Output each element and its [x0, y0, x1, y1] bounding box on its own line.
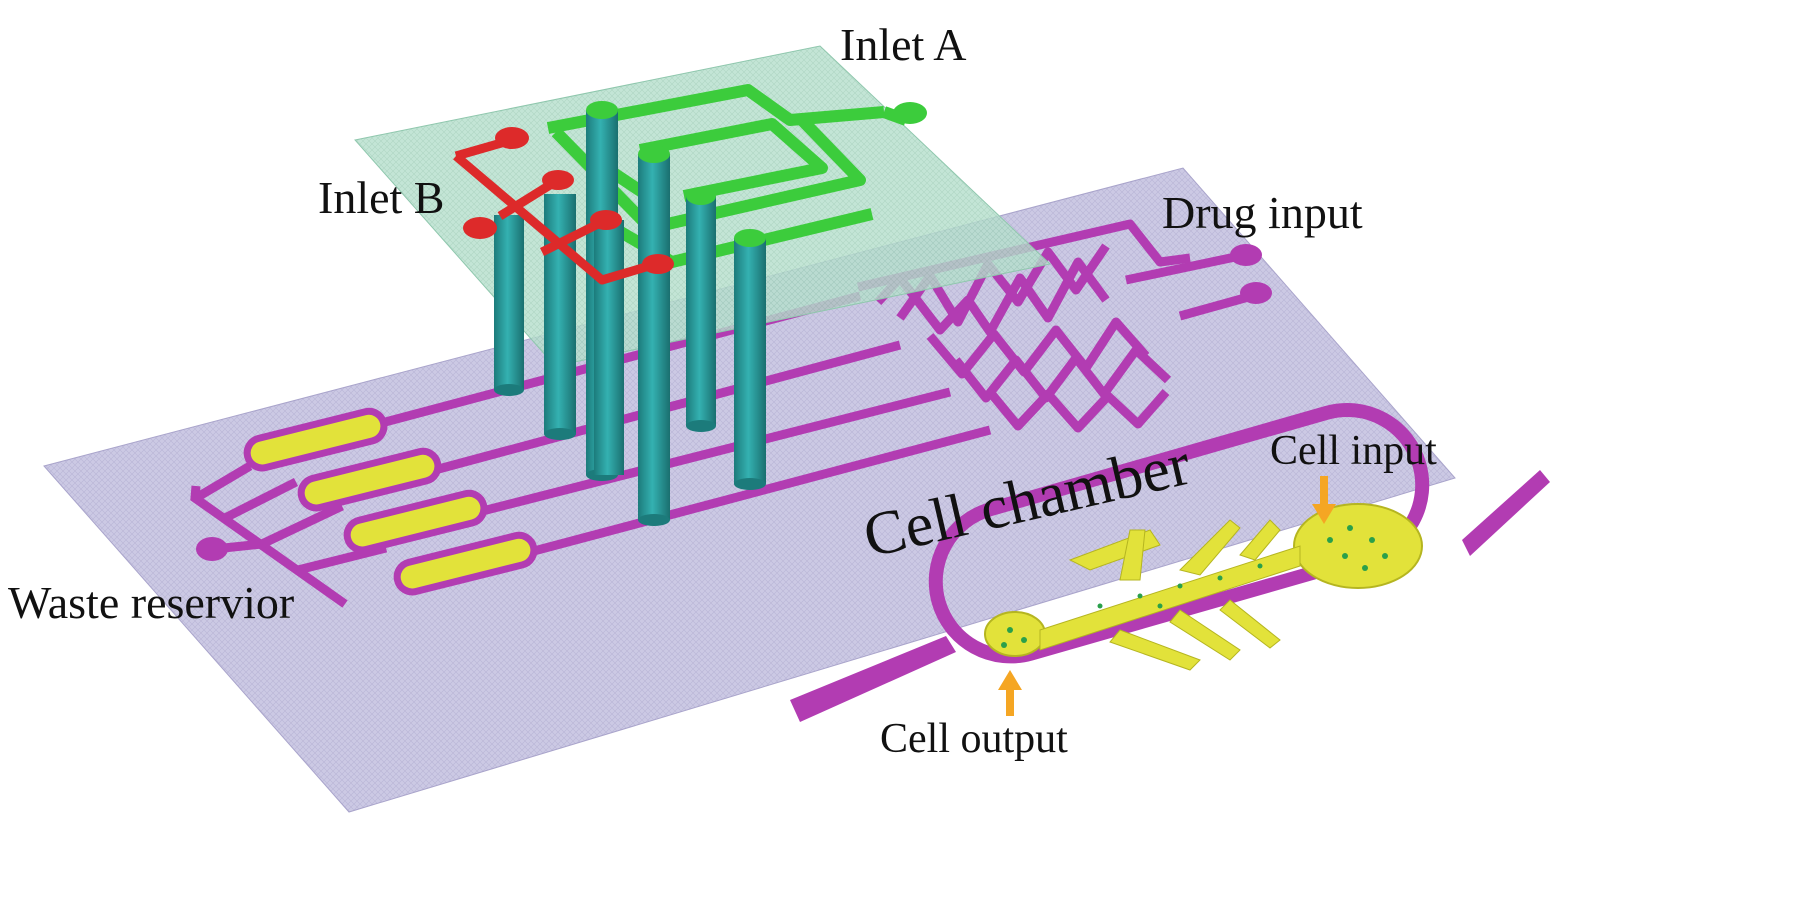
label-inlet-a: Inlet A: [840, 19, 967, 70]
label-cell-output: Cell output: [880, 716, 1068, 762]
inlet-a-port: [893, 102, 927, 124]
label-cell-input: Cell input: [1270, 428, 1437, 474]
label-drug-input: Drug input: [1162, 187, 1363, 238]
chip-cell-chambers: [243, 407, 538, 596]
vertical-pillars: [494, 101, 766, 526]
label-inlet-b: Inlet B: [318, 172, 445, 223]
cell-chamber-detail: [790, 402, 1550, 722]
inlet-b-ports: [463, 127, 674, 274]
drug-input-ports: [1125, 244, 1272, 321]
waste-reservoir-port: [196, 537, 228, 561]
serpentine-mixer: [856, 219, 1191, 433]
label-waste-reservoir: Waste reservior: [8, 577, 295, 628]
